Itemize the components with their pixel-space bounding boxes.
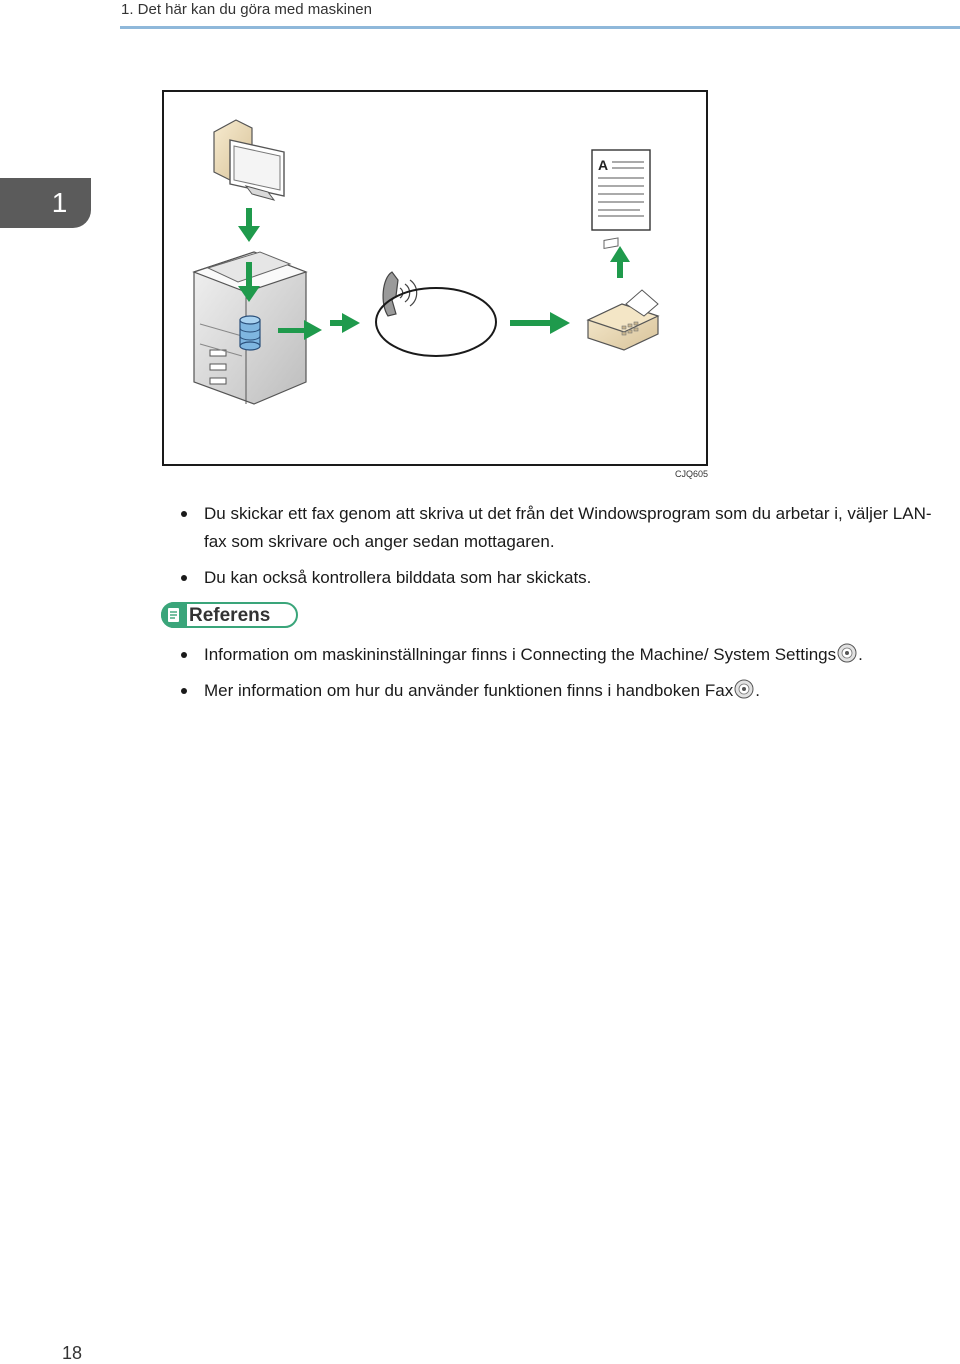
reference-badge: Referens xyxy=(161,602,298,628)
arrow-right-icon xyxy=(330,313,360,333)
document-letter: A xyxy=(598,157,608,173)
illustration-svg: A xyxy=(192,119,660,405)
figure-code: CJQ605 xyxy=(675,469,709,479)
computer-icon xyxy=(213,119,285,201)
reference-text: Mer information om hur du använder funkt… xyxy=(204,681,734,700)
fax-machine-icon xyxy=(586,237,660,351)
list-item: Information om maskininställningar finns… xyxy=(178,641,948,669)
reference-text: Information om maskininställningar finns… xyxy=(204,645,837,664)
chapter-tab: 1 xyxy=(0,178,91,228)
page-number: 18 xyxy=(62,1343,83,1363)
telephone-line-icon xyxy=(375,271,497,357)
reference-list: Information om maskininställningar finns… xyxy=(178,641,948,705)
reference-label: Referens xyxy=(189,605,271,626)
running-header: 1. Det här kan du göra med maskinen xyxy=(121,1,372,18)
reference-suffix: . xyxy=(755,681,760,700)
list-item: Mer information om hur du använder funkt… xyxy=(178,677,948,705)
lan-fax-illustration: A xyxy=(162,90,708,466)
note-icon xyxy=(161,602,187,628)
cd-icon[interactable] xyxy=(734,679,754,699)
list-item: Du kan också kontrollera bilddata som ha… xyxy=(178,564,948,592)
cd-icon[interactable] xyxy=(837,643,857,663)
arrow-right-icon xyxy=(510,312,570,334)
arrow-down-icon xyxy=(238,208,260,242)
arrow-up-icon xyxy=(610,246,630,278)
list-item: Du skickar ett fax genom att skriva ut d… xyxy=(178,500,948,556)
reference-suffix: . xyxy=(858,645,863,664)
document-icon: A xyxy=(591,149,651,231)
feature-bullet-list: Du skickar ett fax genom att skriva ut d… xyxy=(178,500,948,592)
arrow-right-icon xyxy=(278,320,322,340)
arrow-down-icon xyxy=(238,262,260,302)
header-rule xyxy=(120,26,960,29)
chapter-number: 1 xyxy=(51,187,68,218)
hard-disk-icon xyxy=(239,315,261,351)
